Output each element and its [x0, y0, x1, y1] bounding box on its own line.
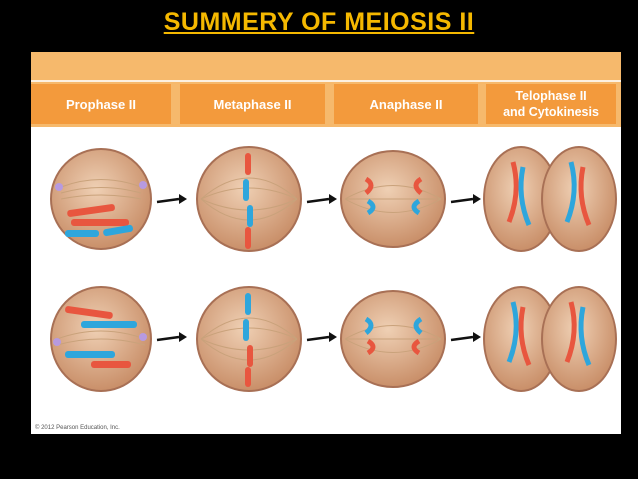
figure-panel: Prophase II Metaphase II Anaphase II Tel…: [31, 52, 621, 434]
arrow-icon: [451, 194, 481, 204]
telophase-cells-bottom: [484, 287, 616, 391]
page-title: SUMMERY OF MEIOSIS II: [0, 8, 638, 37]
header-divider: [31, 80, 621, 82]
arrow-icon: [307, 332, 337, 342]
metaphase-cell-bottom: [197, 287, 301, 391]
phase-label-telophase: Telophase II and Cytokinesis: [486, 84, 616, 124]
phase-label-prophase: Prophase II: [31, 84, 171, 124]
header-band: Prophase II Metaphase II Anaphase II Tel…: [31, 52, 621, 127]
prophase-cell-top: [51, 149, 151, 249]
phase-label-metaphase: Metaphase II: [180, 84, 325, 124]
arrow-icon: [157, 332, 187, 342]
meiosis-illustration: [31, 127, 621, 427]
anaphase-cell-top: [341, 151, 445, 247]
metaphase-cell-top: [197, 147, 301, 251]
anaphase-cell-bottom: [341, 291, 445, 387]
arrow-icon: [307, 194, 337, 204]
arrow-icon: [451, 332, 481, 342]
arrow-icon: [157, 194, 187, 204]
phase-label-anaphase: Anaphase II: [334, 84, 478, 124]
prophase-cell-bottom: [51, 287, 151, 391]
copyright-text: © 2012 Pearson Education, Inc.: [35, 425, 120, 431]
telophase-cells-top: [484, 147, 616, 251]
